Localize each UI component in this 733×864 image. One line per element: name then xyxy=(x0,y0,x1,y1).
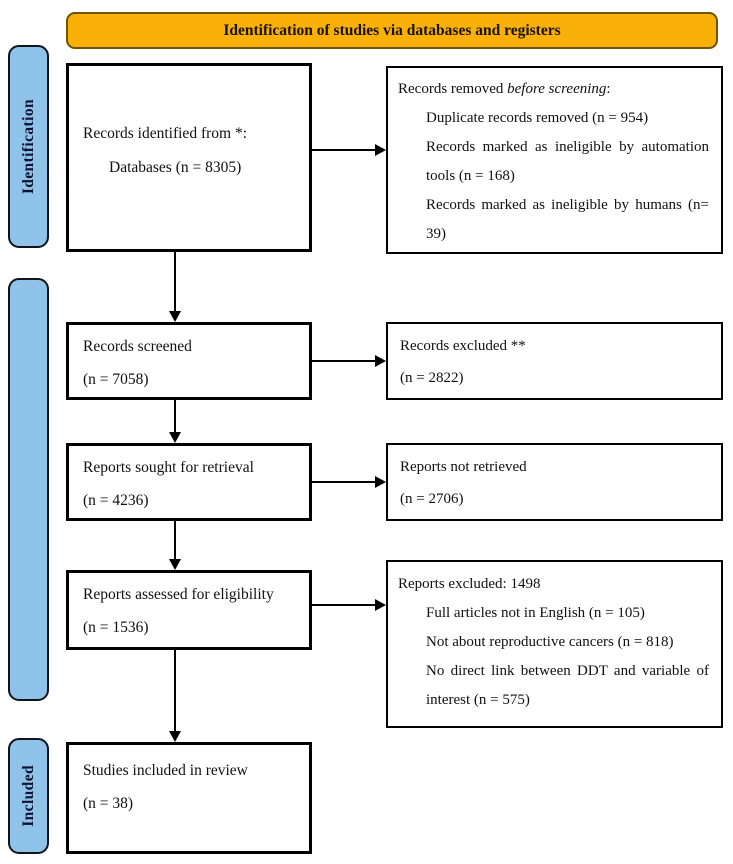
stage-bar-included: Included xyxy=(8,738,49,854)
arrow-line-box1-to-removed xyxy=(312,149,376,151)
reports-excluded-item-ddt: No direct link between DDT and variable … xyxy=(426,663,709,708)
arrow-head-box3-to-box4 xyxy=(169,559,181,570)
box-reports-sought-line1: Reports sought for retrieval xyxy=(83,459,254,476)
box-records-removed: Records removed before screening: Duplic… xyxy=(386,66,723,254)
arrow-line-box4-to-reportsexcluded xyxy=(312,604,376,606)
box-reports-excluded: Reports excluded: 1498 Full articles not… xyxy=(386,560,723,728)
box-records-removed-title: Records removed before screening: xyxy=(398,75,709,104)
arrow-head-box2-to-excluded xyxy=(375,355,386,367)
arrow-line-box1-to-box2 xyxy=(174,252,176,311)
arrow-head-box1-to-removed xyxy=(375,144,386,156)
box-reports-assessed-line2: (n = 1536) xyxy=(83,619,149,637)
box-reports-not-retrieved-line1: Reports not retrieved xyxy=(400,459,527,475)
box-records-identified-line1: Records identified from *: xyxy=(83,125,247,143)
arrow-line-box2-to-box3 xyxy=(174,400,176,432)
arrow-head-box4-to-box5 xyxy=(169,731,181,742)
box-records-excluded-line1: Records excluded ** xyxy=(400,338,526,354)
stage-label-included: Included xyxy=(19,765,37,827)
records-removed-item-humans: Records marked as ineligible by humans (… xyxy=(426,197,709,242)
arrow-line-box2-to-excluded xyxy=(312,360,376,362)
box-studies-included-line1: Studies included in review xyxy=(83,762,248,779)
arrow-line-box3-to-notretrieved xyxy=(312,481,376,483)
reports-excluded-item-english: Full articles not in English (n = 105) xyxy=(426,605,645,621)
box-records-excluded: Records excluded ** (n = 2822) xyxy=(386,322,723,400)
box-studies-included-line2: (n = 38) xyxy=(83,795,134,813)
box-reports-sought-line2: (n = 4236) xyxy=(83,492,149,510)
box-records-identified-line2: Databases (n = 8305) xyxy=(109,158,242,176)
box-reports-assessed: Reports assessed for eligibility (n = 15… xyxy=(66,570,312,650)
box-reports-not-retrieved: Reports not retrieved (n = 2706) xyxy=(386,443,723,521)
box-reports-not-retrieved-line2: (n = 2706) xyxy=(400,490,464,507)
stage-bar-screening xyxy=(8,278,49,701)
box-reports-sought: Reports sought for retrieval (n = 4236) xyxy=(66,443,312,521)
arrow-head-box4-to-reportsexcluded xyxy=(375,599,386,611)
records-removed-title-prefix: Records removed xyxy=(398,81,508,97)
stage-label-identification: Identification xyxy=(19,98,37,195)
records-removed-item-duplicates: Duplicate records removed (n = 954) xyxy=(426,110,649,126)
banner-title-text: Identification of studies via databases … xyxy=(223,21,561,39)
box-records-screened: Records screened (n = 7058) xyxy=(66,322,312,400)
box-reports-excluded-title: Reports excluded: 1498 xyxy=(398,576,541,592)
records-removed-title-suffix: : xyxy=(606,81,611,97)
box-records-screened-line2: (n = 7058) xyxy=(83,371,149,389)
box-records-identified: Records identified from *: Databases (n … xyxy=(66,63,312,252)
reports-excluded-item-cancers: Not about reproductive cancers (n = 818) xyxy=(426,634,674,650)
stage-bar-identification: Identification xyxy=(8,45,49,248)
records-removed-title-italic: before screening xyxy=(507,81,607,97)
box-records-excluded-line2: (n = 2822) xyxy=(400,369,464,386)
banner-title: Identification of studies via databases … xyxy=(66,12,718,49)
arrow-head-box3-to-notretrieved xyxy=(375,476,386,488)
arrow-line-box3-to-box4 xyxy=(174,521,176,559)
arrow-line-box4-to-box5 xyxy=(174,650,176,731)
box-reports-assessed-line1: Reports assessed for eligibility xyxy=(83,586,274,603)
arrow-head-box1-to-box2 xyxy=(169,311,181,322)
arrow-head-box2-to-box3 xyxy=(169,432,181,443)
records-removed-item-automation: Records marked as ineligible by automati… xyxy=(426,139,709,184)
box-studies-included: Studies included in review (n = 38) xyxy=(66,742,312,854)
box-records-screened-line1: Records screened xyxy=(83,338,192,355)
